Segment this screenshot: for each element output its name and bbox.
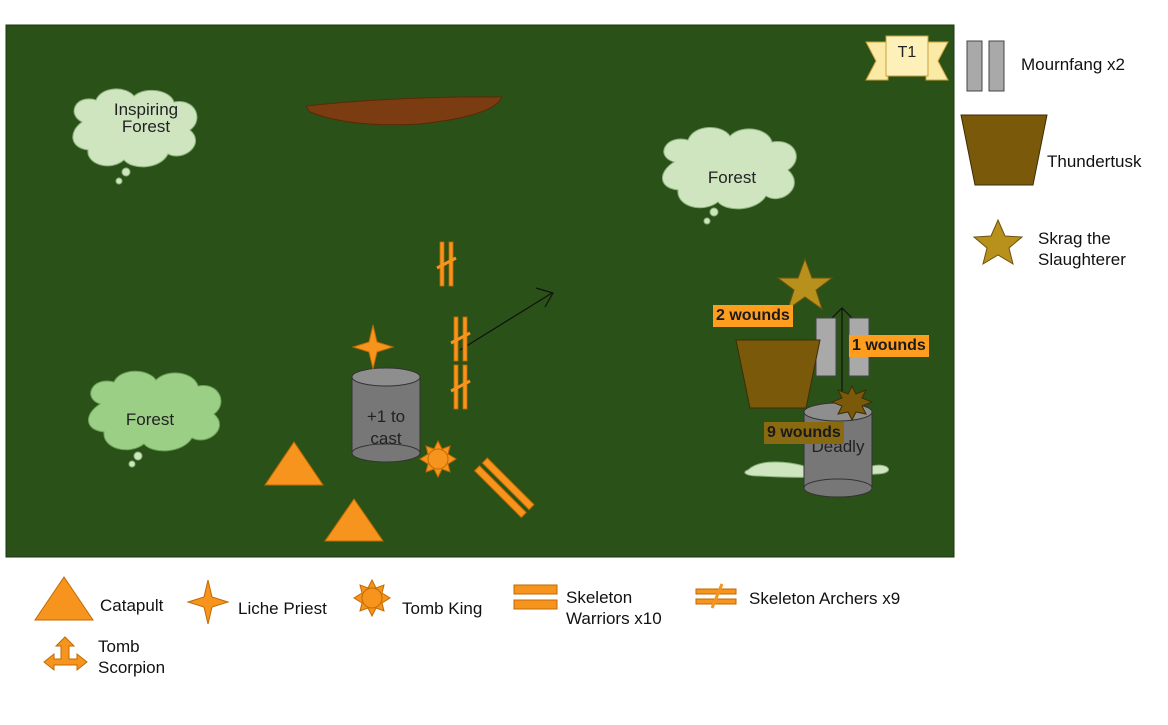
legend-thundertusk-label: Thundertusk	[1047, 152, 1142, 171]
liche-priest-icon	[186, 579, 230, 625]
legend-tomb-scorpion-label: Tomb Scorpion	[98, 637, 166, 677]
thundertusk-wounds: 2 wounds	[713, 305, 793, 327]
skrag-star-icon	[972, 218, 1024, 266]
legend-liche-priest-label: Liche Priest	[238, 599, 327, 618]
mournfang-unit	[815, 317, 870, 377]
skrag-unit	[776, 257, 834, 311]
forest-inspiring	[72, 88, 198, 185]
liche-priest-unit	[351, 324, 395, 370]
legend-skeleton-archers-label: Skeleton Archers x9	[749, 589, 901, 608]
mournfang-icon	[966, 40, 1005, 92]
turn-banner	[865, 35, 949, 81]
forest-right-label: Forest	[707, 168, 757, 187]
tomb-king-unit	[419, 439, 457, 479]
thundertusk-unit	[735, 339, 821, 409]
skeleton-warriors-unit	[473, 457, 535, 519]
forest-right	[662, 127, 797, 225]
catapult-unit	[324, 498, 384, 542]
forest-inspiring-label: Inspiring Forest	[113, 100, 179, 136]
legend-tomb-king-label: Tomb King	[402, 599, 483, 618]
skeleton-archers-icon	[695, 583, 737, 609]
skeleton-warriors-icon	[513, 584, 558, 610]
mournfang-wounds: 1 wounds	[849, 335, 929, 357]
forest-left	[88, 370, 222, 468]
skrag-wounds: 9 wounds	[764, 422, 844, 444]
tomb-king-icon	[353, 578, 391, 618]
tomb-scorpion-icon	[43, 636, 88, 672]
catapult-unit	[264, 441, 324, 486]
building-cast-label: +1 to cast	[366, 407, 406, 448]
legend-skeleton-warriors-label: Skeleton Warriors x10	[566, 588, 662, 628]
legend-catapult-label: Catapult	[100, 596, 164, 615]
turn-banner-text: T1	[897, 44, 917, 61]
forest-left-label: Forest	[125, 410, 175, 429]
thundertusk-icon	[960, 114, 1048, 186]
move-arrow-archers	[459, 287, 554, 351]
explosion-marker	[830, 384, 874, 422]
legend-skrag-label: Skrag the Slaughterer	[1038, 229, 1126, 269]
catapult-icon	[34, 576, 94, 621]
river-terrain	[305, 96, 503, 126]
building-cast	[351, 367, 421, 463]
legend-mournfang-label: Mournfang x2	[1021, 55, 1125, 74]
